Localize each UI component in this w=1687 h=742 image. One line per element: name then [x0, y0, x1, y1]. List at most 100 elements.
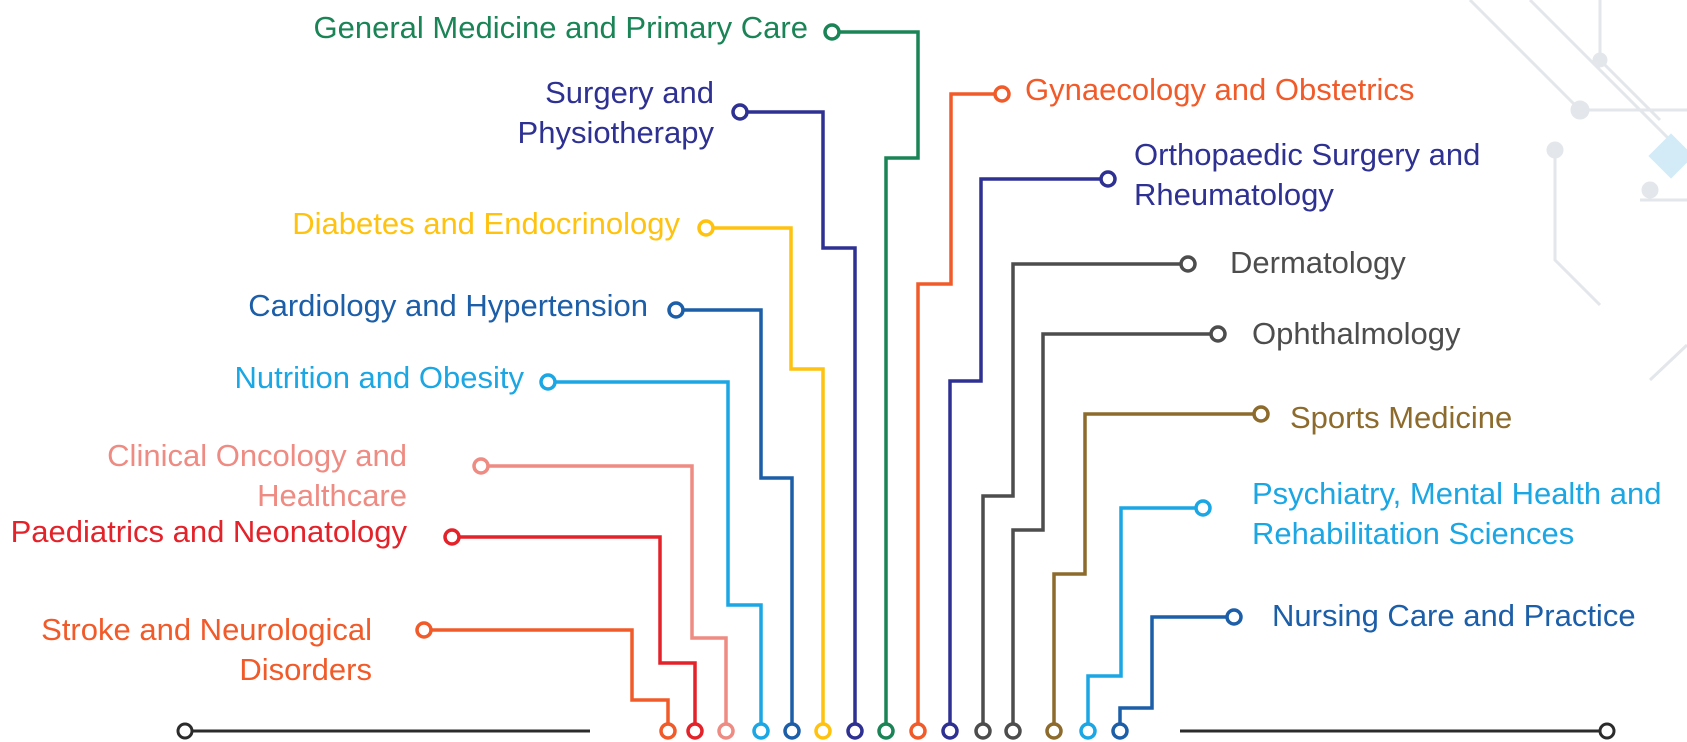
bottom-node-ophthalmology: [1004, 722, 1022, 740]
label-line: Stroke and Neurological: [41, 612, 372, 647]
connector-line-gynaecology: [916, 92, 995, 724]
label-line: Paediatrics and Neonatology: [10, 514, 407, 549]
label-line: Nutrition and Obesity: [234, 360, 524, 395]
bottom-node-dermatology: [974, 722, 992, 740]
label-gynaecology: Gynaecology and Obstetrics: [1025, 70, 1414, 110]
connector-orthopaedic: [941, 170, 1117, 740]
connector-line-oncology: [488, 464, 728, 724]
label-line: Disorders: [239, 652, 372, 688]
connector-line-cardiology: [683, 308, 794, 724]
connector-nursing: [1111, 608, 1243, 740]
connector-stroke: [415, 621, 677, 740]
label-general-medicine: General Medicine and Primary Care: [314, 8, 809, 48]
label-node-psychiatry: [1194, 499, 1212, 517]
connector-line-nutrition: [555, 380, 763, 724]
label-line: Cardiology and Hypertension: [248, 288, 648, 323]
label-dermatology: Dermatology: [1230, 243, 1406, 283]
label-node-dermatology: [1179, 255, 1197, 273]
connector-line-psychiatry: [1086, 506, 1196, 724]
connector-line-stroke: [431, 628, 670, 724]
bottom-node-sports: [1045, 722, 1063, 740]
connector-lines: [415, 23, 1270, 740]
connector-paediatrics: [443, 528, 704, 740]
bottom-node-general-medicine: [877, 722, 895, 740]
label-line: Psychiatry, Mental Health and: [1252, 476, 1662, 511]
label-node-paediatrics: [443, 528, 461, 546]
label-line: Rehabilitation Sciences: [1252, 516, 1575, 552]
connector-line-dermatology: [981, 262, 1181, 724]
bottom-node-cardiology: [783, 722, 801, 740]
label-line: Surgery and: [545, 75, 714, 110]
bottom-node-orthopaedic: [941, 722, 959, 740]
connector-diabetes: [697, 219, 832, 740]
connector-line-paediatrics: [459, 535, 697, 724]
circuit-background-decoration: [1468, 0, 1687, 382]
bottom-node-nursing: [1111, 722, 1129, 740]
bottom-node-diabetes: [814, 722, 832, 740]
label-line: Physiotherapy: [517, 115, 714, 151]
label-node-stroke: [415, 621, 433, 639]
connector-line-orthopaedic: [948, 177, 1101, 724]
bottom-node-nutrition: [752, 722, 770, 740]
label-node-ophthalmology: [1209, 325, 1227, 343]
label-line: Gynaecology and Obstetrics: [1025, 72, 1415, 107]
connector-line-general-medicine: [839, 30, 920, 724]
label-node-surgery: [731, 103, 749, 121]
label-paediatrics: Paediatrics and Neonatology: [11, 512, 407, 552]
connector-cardiology: [667, 301, 801, 740]
label-diabetes: Diabetes and Endocrinology: [292, 204, 680, 244]
label-node-general-medicine: [823, 23, 841, 41]
label-line: Ophthalmology: [1252, 316, 1461, 351]
connector-ophthalmology: [1004, 325, 1227, 740]
connector-surgery: [731, 103, 864, 740]
label-line: Nursing Care and Practice: [1272, 598, 1636, 633]
connector-line-surgery: [747, 110, 857, 724]
label-node-cardiology: [667, 301, 685, 319]
label-node-oncology: [472, 457, 490, 475]
connector-line-ophthalmology: [1011, 332, 1211, 724]
baseline-right: [1180, 722, 1616, 740]
label-nursing: Nursing Care and Practice: [1272, 596, 1636, 636]
label-line: Sports Medicine: [1290, 400, 1513, 435]
bottom-node-gynaecology: [909, 722, 927, 740]
bottom-node-stroke: [659, 722, 677, 740]
connector-oncology: [472, 457, 735, 740]
bottom-node-paediatrics: [686, 722, 704, 740]
label-node-sports: [1252, 405, 1270, 423]
connector-nutrition: [539, 373, 770, 740]
label-line: Diabetes and Endocrinology: [292, 206, 680, 241]
label-node-orthopaedic: [1099, 170, 1117, 188]
label-ophthalmology: Ophthalmology: [1252, 314, 1461, 354]
label-line: Dermatology: [1230, 245, 1406, 280]
label-node-gynaecology: [993, 85, 1011, 103]
label-node-nutrition: [539, 373, 557, 391]
label-line: Orthopaedic Surgery and: [1134, 137, 1481, 172]
label-line: Clinical Oncology and: [107, 438, 407, 473]
connector-line-sports: [1052, 412, 1254, 724]
connector-sports: [1045, 405, 1270, 740]
label-sports: Sports Medicine: [1290, 398, 1512, 438]
connector-dermatology: [974, 255, 1197, 740]
label-line: Healthcare: [257, 478, 407, 514]
connector-gynaecology: [909, 85, 1011, 740]
label-cardiology: Cardiology and Hypertension: [248, 286, 648, 326]
baseline-left: [176, 722, 590, 740]
label-nutrition: Nutrition and Obesity: [235, 358, 524, 398]
connector-line-diabetes: [713, 226, 825, 724]
label-node-diabetes: [697, 219, 715, 237]
label-line: Rheumatology: [1134, 177, 1334, 213]
bottom-node-oncology: [717, 722, 735, 740]
connector-general-medicine: [823, 23, 920, 740]
bottom-node-psychiatry: [1079, 722, 1097, 740]
label-node-nursing: [1225, 608, 1243, 626]
label-line: General Medicine and Primary Care: [313, 10, 809, 45]
connector-psychiatry: [1079, 499, 1212, 740]
bottom-node-surgery: [846, 722, 864, 740]
connector-line-nursing: [1118, 615, 1227, 724]
